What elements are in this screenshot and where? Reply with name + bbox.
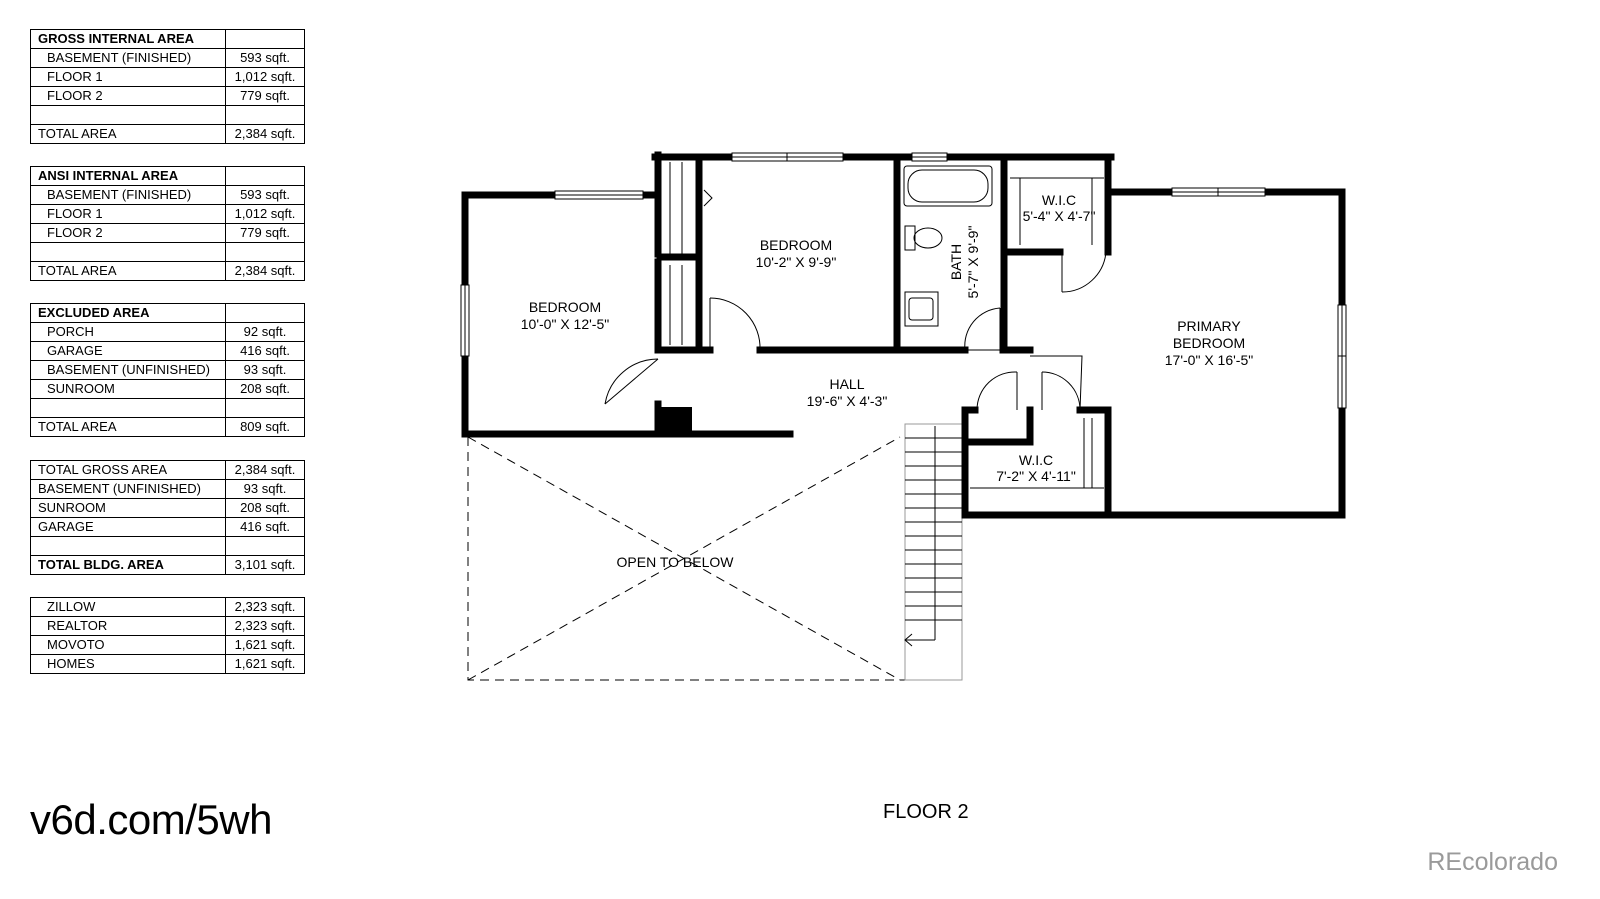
area-value: 2,384 sqft. [225, 460, 305, 480]
walls [461, 151, 1346, 519]
floor-label: FLOOR 2 [883, 801, 969, 823]
area-label: TOTAL AREA [30, 124, 226, 144]
wic-top-name: W.I.C [1042, 192, 1076, 208]
area-value: 809 sqft. [225, 417, 305, 437]
primary-bedroom-name-2: BEDROOM [1173, 335, 1245, 351]
bath-dims: 5'-7" X 9'-9" [965, 226, 981, 299]
area-label: HOMES [30, 654, 226, 674]
area-value: 1,012 sqft. [225, 67, 305, 87]
brand-watermark: REcolorado [1427, 848, 1558, 876]
area-label: PORCH [30, 322, 226, 342]
wic-top-dims: 5'-4" X 4'-7" [1023, 208, 1096, 224]
area-row [30, 536, 305, 556]
area-value: 2,323 sqft. [225, 616, 305, 636]
wall-column [655, 407, 692, 435]
area-label: ANSI INTERNAL AREA [30, 166, 226, 186]
area-value: 416 sqft. [225, 341, 305, 361]
bedroom-top-dims: 10'-2" X 9'-9" [756, 254, 837, 270]
bedroom-top-name: BEDROOM [760, 237, 832, 253]
area-value: 1,621 sqft. [225, 654, 305, 674]
primary-bedroom-dims: 17'-0" X 16'-5" [1165, 352, 1253, 368]
room-labels: BEDROOM 10'-0" X 12'-5" BEDROOM 10'-2" X… [521, 192, 1253, 570]
area-label: BASEMENT (UNFINISHED) [30, 479, 226, 499]
area-row: ANSI INTERNAL AREA [30, 166, 305, 186]
bath-name: BATH [948, 244, 964, 280]
area-row: BASEMENT (FINISHED)593 sqft. [30, 48, 305, 68]
bath-fixtures [903, 165, 993, 327]
area-value: 779 sqft. [225, 86, 305, 106]
bedroom-left-name: BEDROOM [529, 299, 601, 315]
wic-bottom-dims: 7'-2" X 4'-11" [996, 468, 1076, 484]
primary-bedroom-name-1: PRIMARY [1177, 318, 1241, 334]
area-label: TOTAL AREA [30, 261, 226, 281]
area-label: TOTAL BLDG. AREA [30, 555, 226, 575]
stairs [904, 423, 963, 681]
closet-fixtures [669, 162, 1104, 489]
area-value: 93 sqft. [225, 479, 305, 499]
area-label: TOTAL AREA [30, 417, 226, 437]
open-to-below-label: OPEN TO BELOW [617, 554, 735, 570]
hall-name: HALL [829, 376, 864, 392]
area-row: GROSS INTERNAL AREA [30, 29, 305, 49]
wic-bottom-name: W.I.C [1019, 452, 1053, 468]
area-value: 2,384 sqft. [225, 261, 305, 281]
area-value: 1,012 sqft. [225, 204, 305, 224]
doors [604, 189, 1107, 411]
tour-url: v6d.com/5wh [30, 796, 272, 843]
windows [460, 152, 1347, 409]
area-row: BASEMENT (UNFINISHED)93 sqft. [30, 479, 305, 499]
bedroom-left-dims: 10'-0" X 12'-5" [521, 316, 609, 332]
area-value: 3,101 sqft. [225, 555, 305, 575]
area-value: 2,384 sqft. [225, 124, 305, 144]
hall-dims: 19'-6" X 4'-3" [807, 393, 888, 409]
